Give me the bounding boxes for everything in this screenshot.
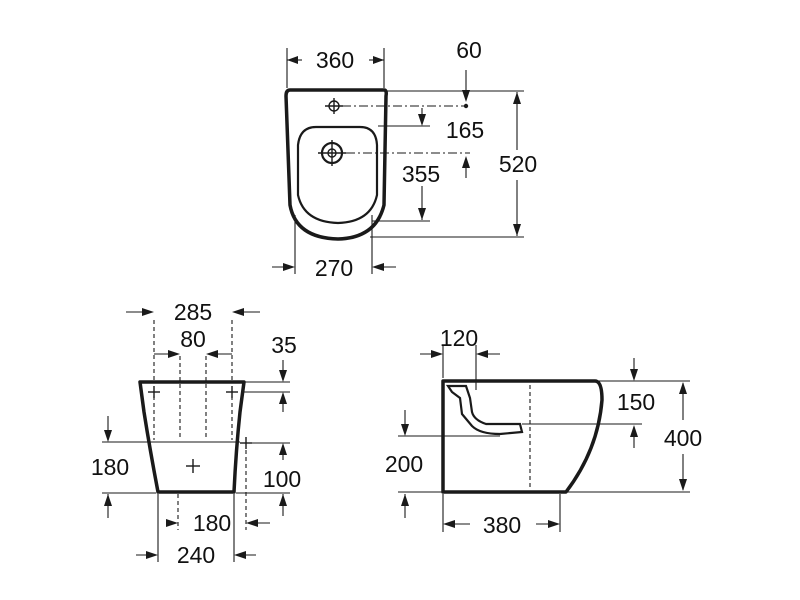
dim-front-base-span: 180: [193, 510, 231, 536]
tap-hole-icon: [325, 98, 343, 114]
top-view-outline: [284, 88, 388, 241]
side-view-outline: [441, 379, 604, 494]
dim-side-outlet-height: 200: [385, 451, 423, 477]
front-view-outline: [138, 380, 246, 494]
side-view: 120 150 400 200 380: [385, 325, 702, 538]
inlet-icon: [186, 459, 200, 473]
top-view-bowl: [296, 125, 379, 225]
dim-front-width: 285: [174, 299, 212, 325]
dim-front-edge: 35: [271, 332, 297, 358]
dim-front-base-width: 240: [177, 542, 215, 568]
dim-side-outlet-length: 120: [440, 325, 478, 351]
side-fixing-icon: [240, 437, 252, 449]
dim-side-base-depth: 380: [483, 512, 521, 538]
dim-top-inner: 165: [446, 117, 484, 143]
front-view: 285 80 35 180 100: [91, 299, 301, 568]
dim-top-offset: 60: [456, 37, 482, 63]
dim-top-width: 360: [316, 47, 354, 73]
dim-top-length: 520: [499, 151, 537, 177]
dim-top-bottom-width: 270: [315, 255, 353, 281]
drain-hole-icon: [318, 140, 346, 166]
top-view: 360 60 165 355 520 270: [272, 37, 537, 281]
dim-side-rim-depth: 150: [617, 389, 655, 415]
dim-front-hole-spacing: 80: [180, 326, 206, 352]
dim-front-inlet-height: 100: [263, 466, 301, 492]
side-view-siphon: [445, 384, 524, 436]
dim-top-hole: 355: [402, 161, 440, 187]
dim-front-fixing-height: 180: [91, 454, 129, 480]
dim-side-total-height: 400: [664, 425, 702, 451]
